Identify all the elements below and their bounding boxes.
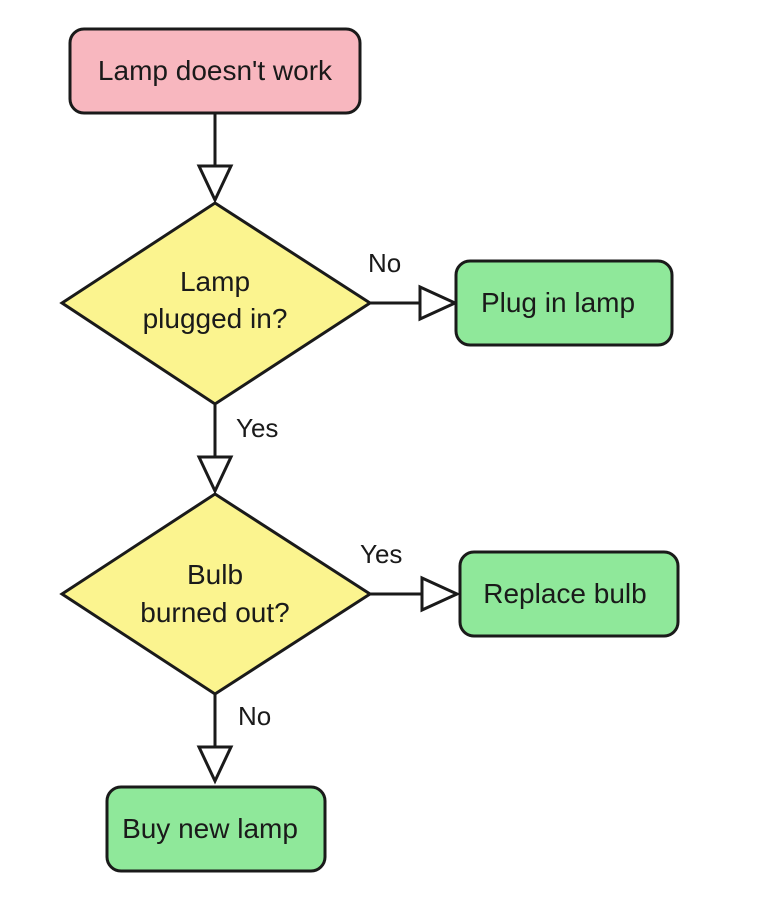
- decision-plugged-in-diamond: [59, 201, 373, 406]
- action-plug-in-lamp: Plug in lamp: [454, 259, 674, 347]
- arrowhead: [196, 164, 234, 204]
- edge-plugged-no: [370, 284, 459, 322]
- start-node: Lamp doesn't work: [68, 27, 362, 115]
- edge-label-plugged-no: No: [368, 248, 401, 278]
- action-replace-bulb: Replace bulb: [458, 550, 680, 638]
- edge-start-to-plugged: [196, 114, 234, 204]
- arrowhead: [196, 745, 234, 785]
- edge-label-bulb-yes: Yes: [360, 539, 402, 569]
- decision-bulb-label-line1: Bulb: [187, 559, 243, 590]
- start-node-label: Lamp doesn't work: [98, 55, 333, 86]
- edge-label-plugged-yes: Yes: [236, 413, 278, 443]
- start-node-box: [68, 27, 362, 115]
- edge-bulb-yes: [370, 575, 461, 613]
- action-buy-new-lamp-label: Buy new lamp: [122, 813, 298, 844]
- action-replace-bulb-box: [458, 550, 680, 638]
- edge-plugged-yes: [196, 405, 234, 495]
- action-buy-new-lamp-box: [105, 785, 327, 873]
- arrowhead: [196, 455, 234, 495]
- arrowhead: [420, 575, 461, 613]
- decision-plugged-in-label-line2: plugged in?: [143, 303, 288, 334]
- arrowhead: [418, 284, 459, 322]
- decision-plugged-in-label-line1: Lamp: [180, 266, 250, 297]
- action-replace-bulb-label: Replace bulb: [483, 578, 646, 609]
- action-buy-new-lamp: Buy new lamp: [105, 785, 327, 873]
- action-plug-in-lamp-box: [454, 259, 674, 347]
- decision-bulb-label-line2: burned out?: [140, 597, 289, 628]
- decision-plugged-in: Lamp plugged in?: [59, 201, 373, 406]
- decision-bulb-burned-out-diamond: [59, 492, 373, 696]
- decision-bulb-burned-out: Bulb burned out?: [59, 492, 373, 696]
- action-plug-in-lamp-label: Plug in lamp: [481, 287, 635, 318]
- edge-bulb-no: [196, 694, 234, 785]
- edge-label-bulb-no: No: [238, 701, 271, 731]
